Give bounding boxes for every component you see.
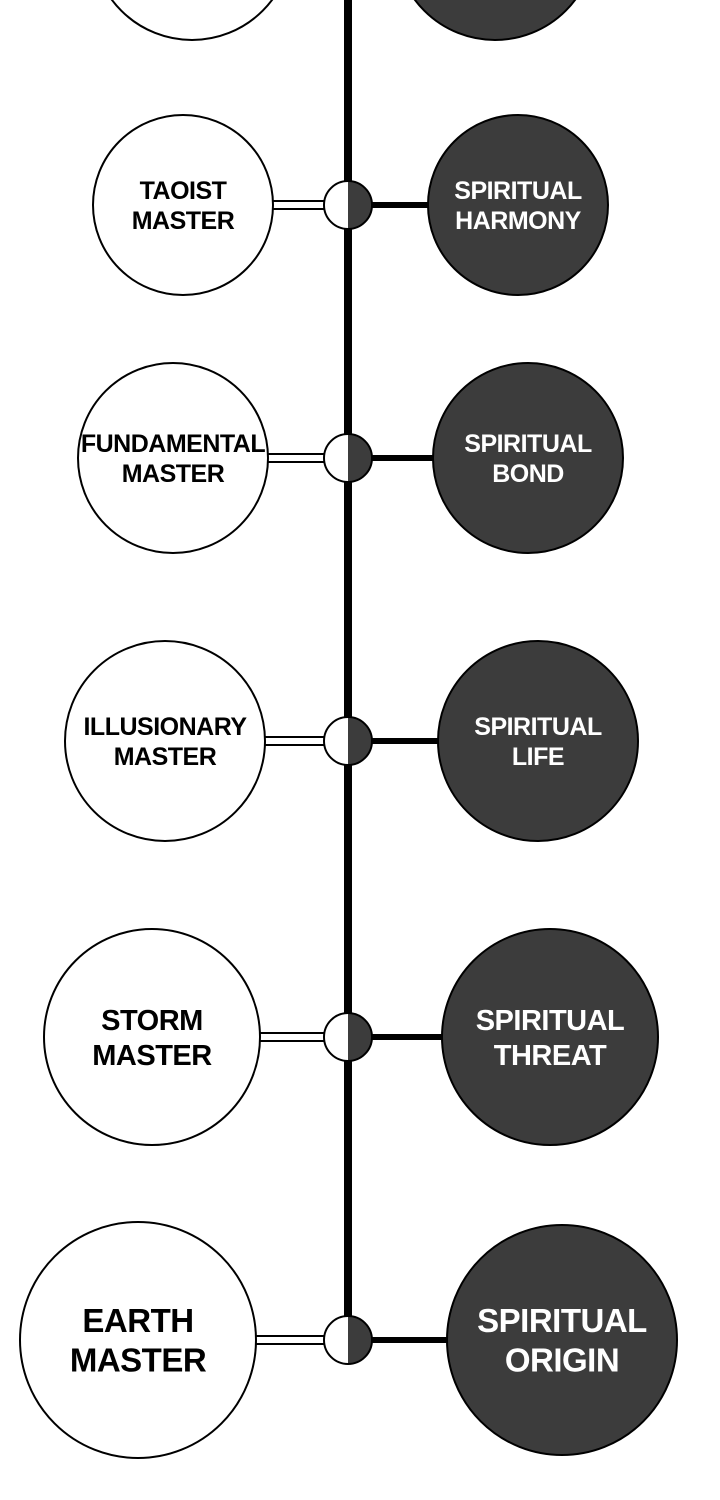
master-node (64, 640, 266, 842)
spiritual-node (413, 0, 577, 41)
junction-node (323, 433, 373, 483)
junction-layer (323, 180, 373, 1365)
master-node-label: MASTER (70, 1342, 207, 1379)
master-node (19, 1221, 257, 1459)
junction-node (323, 1315, 373, 1365)
node-layer: TAOISTMASTERSPIRITUALHARMONYFUNDAMENTALM… (19, 0, 678, 1459)
master-node-label: TAOIST (140, 177, 227, 205)
master-node-label: ILLUSIONARY (83, 713, 247, 741)
spiritual-node (441, 928, 659, 1146)
junction-left-half (324, 717, 348, 765)
spiritual-node (432, 362, 624, 554)
spiritual-node-label: SPIRITUAL (476, 1005, 625, 1037)
master-node (92, 114, 274, 296)
spiritual-node-label: ORIGIN (505, 1342, 619, 1379)
master-node (110, 0, 274, 41)
master-node-label: MASTER (132, 207, 235, 235)
master-node-label: MASTER (92, 1040, 212, 1072)
junction-right-half (348, 181, 372, 229)
master-node (43, 928, 261, 1146)
junction-left-half (324, 434, 348, 482)
junction-node (323, 716, 373, 766)
spiritual-node (437, 640, 639, 842)
junction-node (323, 180, 373, 230)
spiritual-node-label: THREAT (494, 1040, 607, 1072)
spiritual-node-label: SPIRITUAL (454, 177, 582, 205)
junction-right-half (348, 434, 372, 482)
spiritual-node-label: SPIRITUAL (474, 713, 602, 741)
master-node-label: MASTER (114, 743, 217, 771)
junction-left-half (324, 1316, 348, 1364)
master-node (77, 362, 269, 554)
master-node-label: MASTER (122, 460, 225, 488)
spiritual-node-label: HARMONY (455, 207, 581, 235)
spiritual-node-label: SPIRITUAL (477, 1302, 647, 1339)
spiritual-node-label: BOND (492, 460, 564, 488)
junction-right-half (348, 1316, 372, 1364)
junction-left-half (324, 1013, 348, 1061)
junction-right-half (348, 717, 372, 765)
junction-right-half (348, 1013, 372, 1061)
master-node-label: FUNDAMENTAL (81, 430, 266, 458)
master-node-label: EARTH (82, 1302, 193, 1339)
junction-node (323, 1012, 373, 1062)
master-node-label: STORM (101, 1005, 203, 1037)
spiritual-node (446, 1224, 678, 1456)
spiritual-node-label: SPIRITUAL (464, 430, 592, 458)
spiritual-node-label: LIFE (512, 743, 564, 771)
junction-left-half (324, 181, 348, 229)
spiritual-node (427, 114, 609, 296)
